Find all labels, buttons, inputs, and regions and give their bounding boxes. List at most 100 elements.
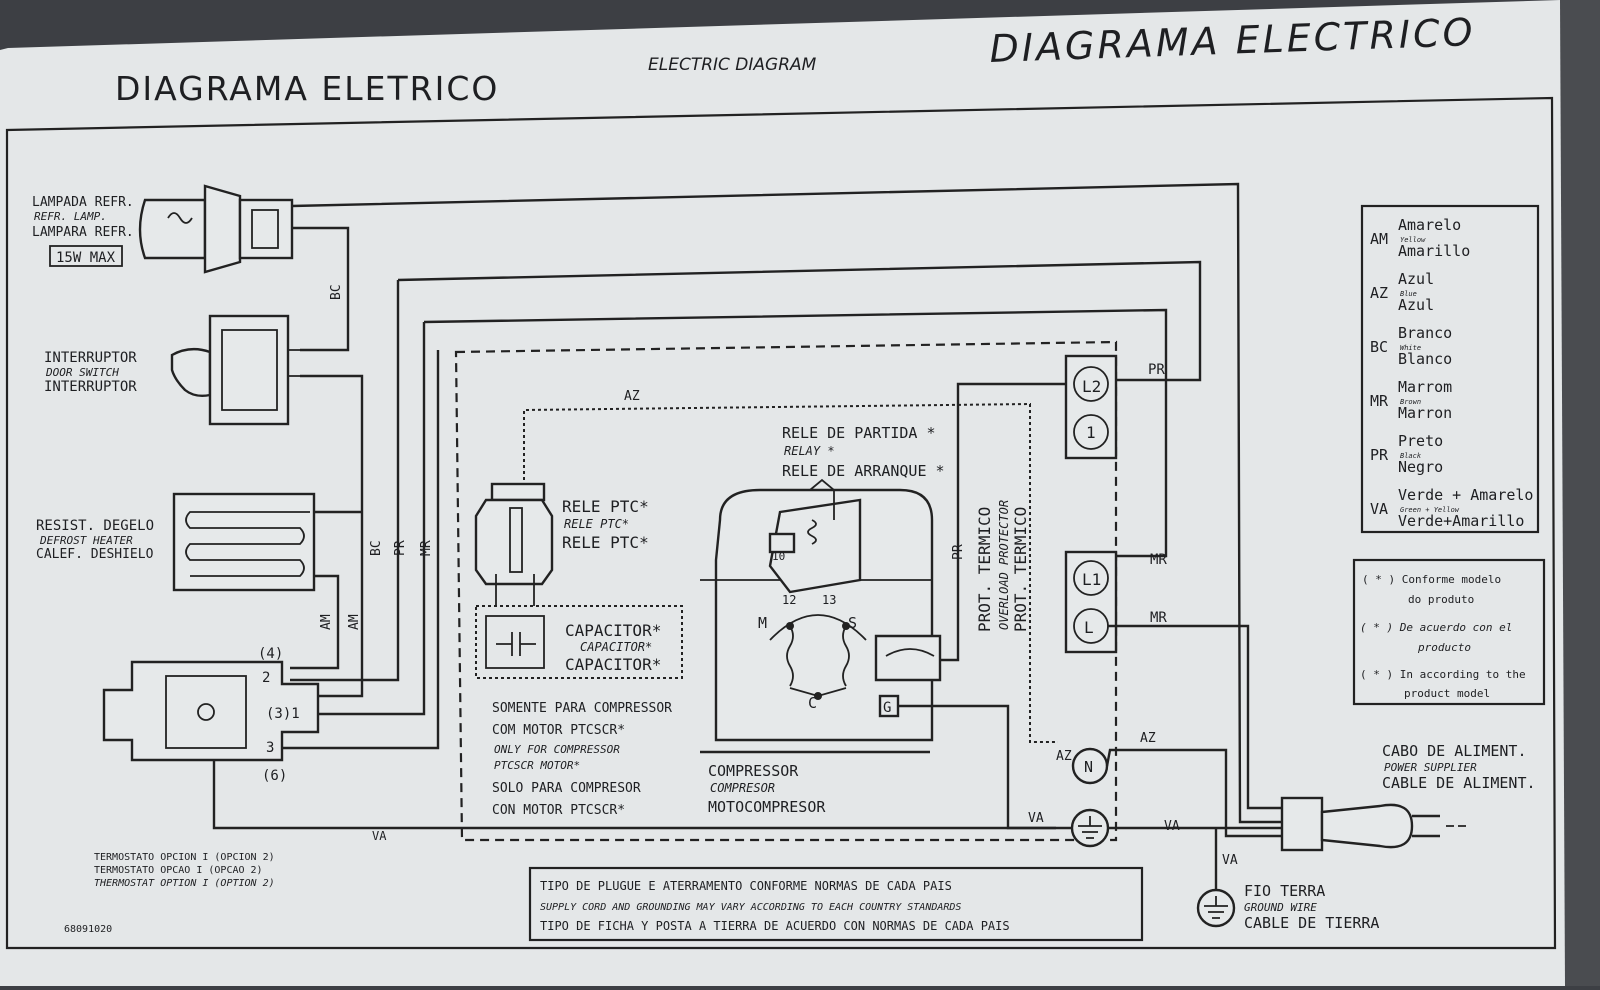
plug-note-1: TIPO DE PLUGUE E ATERRAMENTO CONFORME NO…	[540, 879, 952, 893]
wire-label-pr-relay: PR	[951, 544, 966, 560]
legend-code: PR	[1370, 446, 1389, 464]
wire-label-mr-right-1: MR	[1150, 552, 1167, 568]
capacitor-label-2: CAPACITOR*	[580, 640, 652, 654]
model-note-pt-2: do produto	[1408, 593, 1474, 606]
title-center: ELECTRIC DIAGRAM	[648, 55, 817, 75]
motor-label-c: C	[808, 694, 817, 712]
supply-cable-label-2: POWER SUPPLIER	[1384, 761, 1477, 774]
model-note-es-2: producto	[1417, 641, 1471, 654]
power-plug-symbol	[1280, 796, 1470, 852]
pr-overload-wire	[940, 382, 1066, 662]
defrost-label-es: CALEF. DESHIELO	[36, 547, 154, 562]
title-left: DIAGRAMA ELETRICO	[115, 69, 499, 108]
switch-label-es: INTERRUPTOR	[44, 379, 137, 395]
legend-pt: Preto	[1398, 432, 1443, 450]
supply-cable-label-3: CABLE DE ALIMENT.	[1382, 774, 1536, 792]
terminal-l2: L2	[1082, 377, 1101, 396]
va-ground-wire	[898, 704, 1076, 830]
thermostat-option-row2: TERMOSTATO OPCAO I (OPCAO 2)	[94, 865, 263, 876]
wire-label-az-right: AZ	[1140, 731, 1156, 746]
lamp-rating: 15W MAX	[56, 250, 116, 266]
wire-label-am-1: AM	[319, 614, 334, 630]
ptc-note-5: SOLO PARA COMPRESOR	[492, 781, 641, 796]
ptc-note-1: SOMENTE PARA COMPRESSOR	[492, 701, 672, 716]
defrost-label-en: DEFROST HEATER	[39, 534, 133, 547]
capacitor-label-1: CAPACITOR*	[565, 621, 661, 640]
wire-label-va-ground: VA	[1028, 811, 1044, 826]
lamp-label-pt: LAMPADA REFR.	[32, 195, 134, 210]
overload-label-3: PROT. TERMICO	[1011, 507, 1030, 632]
ground-wire-label-1: FIO TERRA	[1244, 882, 1325, 900]
color-legend-rows: AMAmareloYellowAmarilloAZAzulBlueAzulBCB…	[1370, 216, 1533, 530]
terminal-block-upper	[1064, 354, 1118, 460]
legend-en: Blue	[1400, 290, 1417, 298]
wiring-left	[212, 182, 1282, 830]
ptc-note-2: COM MOTOR PTCSCR*	[492, 723, 625, 738]
legend-pt: Verde + Amarelo	[1398, 486, 1533, 504]
wire-label-pr-mid: PR	[393, 540, 408, 556]
plug-note-2: SUPPLY CORD AND GROUNDING MAY VARY ACCOR…	[540, 902, 961, 913]
legend-es: Negro	[1398, 458, 1443, 476]
terminal-1: 1	[1086, 423, 1096, 442]
relay-label-2: RELAY *	[784, 444, 835, 458]
legend-en: Green + Yellow	[1400, 506, 1460, 514]
color-legend-box	[1360, 204, 1540, 534]
compressor-label-2: COMPRESOR	[710, 781, 775, 795]
ground-wire-label-2: GROUND WIRE	[1244, 901, 1317, 914]
az-supply-wire	[1105, 748, 1282, 838]
plug-note-3: TIPO DE FICHA Y POSTA A TIERRA DE ACUERD…	[540, 919, 1010, 933]
thermostat-pin-3: 3	[266, 740, 274, 756]
legend-pt: Branco	[1398, 324, 1452, 342]
model-note-en-1: ( * ) In according to the	[1360, 668, 1526, 681]
plug-note-box	[528, 866, 1144, 942]
lamp-rating-box	[49, 245, 123, 267]
thermostat-symbol	[102, 660, 320, 762]
relay-label-3: RELE DE ARRANQUE *	[782, 462, 945, 480]
lamp-label-en: REFR. LAMP.	[34, 210, 107, 223]
switch-label-en: DOOR SWITCH	[45, 366, 119, 379]
legend-code: VA	[1370, 500, 1388, 518]
legend-pt: Amarelo	[1398, 216, 1461, 234]
ptc-relay-symbol	[474, 482, 554, 606]
compressor-label-3: MOTOCOMPRESOR	[708, 798, 826, 816]
ground-wire-label-3: CABLE DE TIERRA	[1244, 914, 1379, 932]
switch-label-pt: INTERRUPTOR	[44, 350, 137, 366]
relay-label-1: RELE DE PARTIDA *	[782, 424, 936, 442]
legend-pt: Azul	[1398, 270, 1434, 288]
diagram-border	[5, 96, 1557, 950]
model-note-en-2: product model	[1404, 687, 1490, 700]
legend-code: AM	[1370, 230, 1388, 248]
wire-label-mr-right-2: MR	[1150, 610, 1167, 626]
ptc-label-3: RELE PTC*	[562, 533, 649, 552]
legend-es: Azul	[1398, 296, 1434, 314]
right-edge-shadow	[1560, 0, 1600, 986]
legend-es: Blanco	[1398, 350, 1452, 368]
wire-label-va-right: VA	[1164, 819, 1180, 834]
model-note-box	[1352, 558, 1546, 706]
legend-code: BC	[1370, 338, 1388, 356]
wire-label-bc-mid: BC	[369, 540, 384, 556]
wire-label-az-n: AZ	[1056, 749, 1072, 764]
legend-pt: Marrom	[1398, 378, 1452, 396]
legend-es: Verde+Amarillo	[1398, 512, 1524, 530]
ptc-label-1: RELE PTC*	[562, 497, 649, 516]
relay-pin-13: 13	[822, 593, 836, 607]
legend-es: Marron	[1398, 404, 1452, 422]
legend-en: White	[1400, 344, 1421, 352]
model-note-es-1: ( * ) De acuerdo con el	[1360, 621, 1512, 634]
motor-label-m: M	[758, 614, 767, 632]
legend-code: AZ	[1370, 284, 1388, 302]
legend-en: Black	[1400, 452, 1422, 460]
ground-symbol-terra	[1196, 888, 1236, 928]
wire-label-az-top: AZ	[624, 389, 640, 404]
overload-label-1: PROT. TERMICO	[975, 507, 994, 632]
thermostat-pin-2: 2	[262, 670, 270, 686]
compressor-dashed-enclosure	[454, 340, 1118, 842]
terminal-l1: L1	[1082, 570, 1101, 589]
legend-code: MR	[1370, 392, 1389, 410]
lamp-label-es: LAMPARA REFR.	[32, 225, 134, 240]
relay-pin-10: 10	[772, 550, 785, 563]
capacitor-box	[475, 605, 683, 679]
